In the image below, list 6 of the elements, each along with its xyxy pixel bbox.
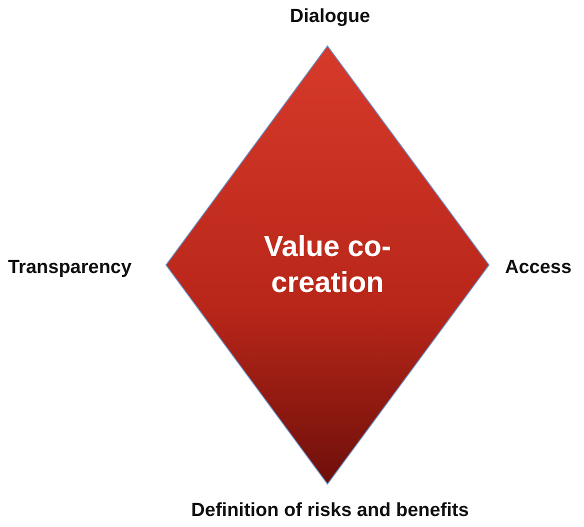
corner-label: Definition of risks and benefits — [191, 500, 469, 522]
corner-label: Dialogue — [290, 6, 370, 28]
corner-label: Access — [505, 257, 572, 279]
corner-label: Transparency — [8, 257, 132, 279]
diamond-shape — [165, 45, 490, 485]
node-title: Value co-creation — [262, 230, 392, 301]
